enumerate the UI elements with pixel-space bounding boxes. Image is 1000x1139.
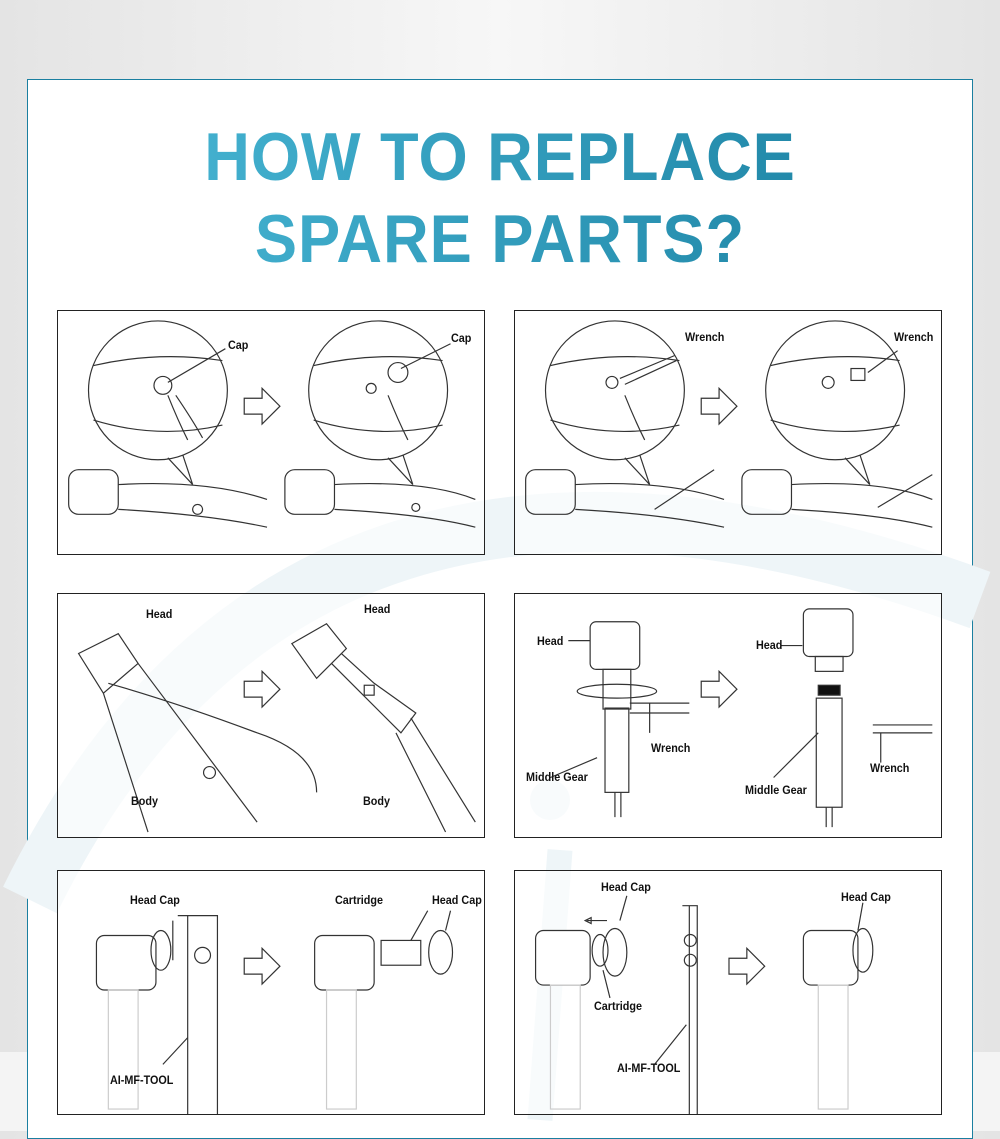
label-head-cap: Head Cap — [432, 893, 482, 907]
label-cap: Cap — [451, 331, 472, 345]
step-4-remove-middle-gear: Head Head Wrench Middle Gear Middle Gear… — [514, 593, 942, 838]
label-middle-gear: Middle Gear — [745, 783, 807, 797]
step-5-open-head-cap: Head Cap Cartridge Head Cap AI-MF-TOOL — [57, 870, 485, 1115]
step-3-illustration — [77, 622, 476, 833]
step-4-illustration — [550, 608, 933, 828]
page-title-line1: HOW TO REPLACE — [35, 118, 965, 196]
label-wrench: Wrench — [870, 761, 910, 775]
label-cartridge: Cartridge — [594, 999, 643, 1013]
label-head: Head — [364, 602, 391, 616]
label-head-cap: Head Cap — [841, 890, 891, 904]
step-1-remove-cap: Cap Cap — [57, 310, 485, 555]
step-1-illustration — [68, 320, 476, 528]
label-wrench: Wrench — [685, 330, 725, 344]
label-head: Head — [756, 638, 783, 652]
label-head-cap: Head Cap — [130, 893, 180, 907]
label-body: Body — [363, 794, 390, 808]
label-wrench: Wrench — [651, 741, 691, 755]
label-body: Body — [131, 794, 158, 808]
label-cap: Cap — [228, 338, 249, 352]
step-2-illustration — [525, 320, 933, 528]
label-head: Head — [537, 634, 564, 648]
page-title-line2: SPARE PARTS? — [35, 200, 965, 278]
label-head-cap: Head Cap — [601, 880, 651, 894]
label-ai-mf-tool: AI-MF-TOOL — [617, 1061, 681, 1075]
step-6-install-head-cap: Head Cap Cartridge AI-MF-TOOL Head Cap — [514, 870, 942, 1115]
step-2-unscrew: Wrench Wrench — [514, 310, 942, 555]
step-5-illustration — [95, 910, 454, 1114]
step-6-illustration — [534, 895, 874, 1114]
step-3-separate-head: Head Head Body Body — [57, 593, 485, 838]
label-head: Head — [146, 607, 173, 621]
label-wrench: Wrench — [894, 330, 934, 344]
label-middle-gear: Middle Gear — [526, 770, 588, 784]
label-cartridge: Cartridge — [335, 893, 384, 907]
label-ai-mf-tool: AI-MF-TOOL — [110, 1073, 174, 1087]
